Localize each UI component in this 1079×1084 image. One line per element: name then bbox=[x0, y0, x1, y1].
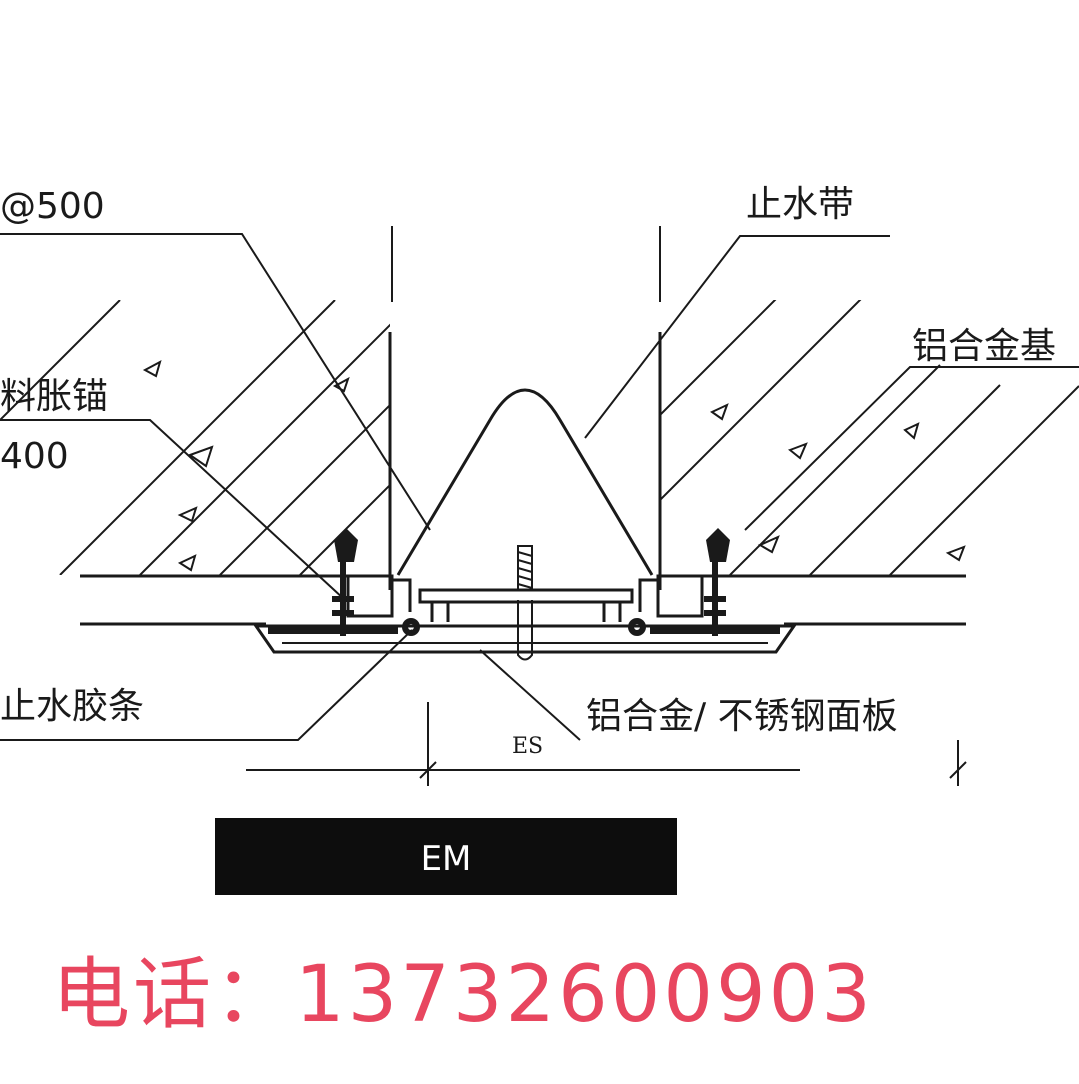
slab-outline bbox=[80, 332, 966, 626]
cover-plate bbox=[253, 624, 797, 654]
right-concrete-hatch bbox=[660, 300, 1079, 575]
joint-centerlines bbox=[391, 226, 661, 302]
leader-lines bbox=[0, 233, 1079, 741]
label-es: ES bbox=[512, 734, 543, 759]
label-anchor: 料胀锚 bbox=[0, 376, 108, 417]
em-bar bbox=[215, 818, 677, 895]
right-base-profile bbox=[638, 574, 704, 618]
right-anchor-bolt bbox=[704, 528, 730, 636]
label-cover-plate: 铝合金/ 不锈钢面板 bbox=[586, 696, 898, 737]
label-em: EM bbox=[421, 839, 472, 879]
slide-bridge bbox=[418, 588, 634, 622]
left-concrete-hatch bbox=[0, 300, 390, 575]
label-aluminum-base: 铝合金基 bbox=[912, 326, 1056, 367]
label-spacing-top: @500 bbox=[0, 186, 105, 227]
contact-phone: 电话：13732600903 bbox=[52, 932, 874, 1044]
phone-number: 13732600903 bbox=[295, 950, 874, 1040]
label-waterstop: 止水带 bbox=[746, 184, 854, 225]
dimension-es bbox=[246, 702, 967, 786]
label-spacing-mid: 400 bbox=[0, 436, 69, 477]
waterstop-profile bbox=[396, 388, 654, 576]
left-anchor-bolt bbox=[332, 528, 358, 636]
phone-label: 电话： bbox=[52, 950, 296, 1040]
label-rubber-strip: 止水胶条 bbox=[0, 686, 144, 727]
left-base-profile bbox=[346, 574, 412, 618]
aggregate-marks bbox=[142, 360, 966, 572]
